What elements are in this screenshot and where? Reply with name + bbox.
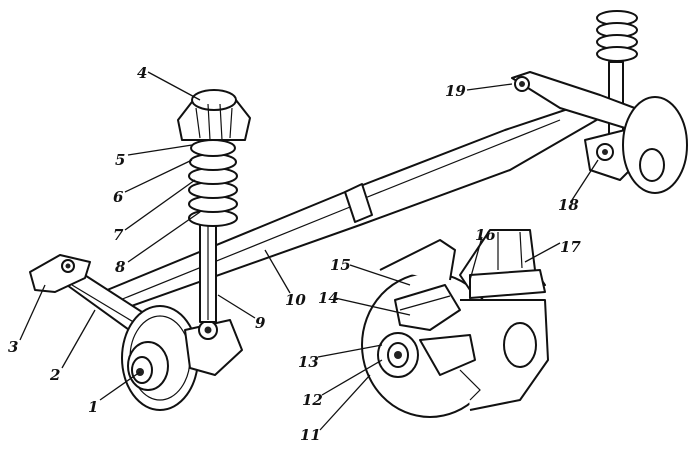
label-14: 14 bbox=[318, 289, 339, 307]
label-4: 4 bbox=[137, 64, 147, 82]
label-3: 3 bbox=[8, 338, 18, 356]
label-5: 5 bbox=[115, 151, 125, 169]
label-13: 13 bbox=[298, 353, 319, 371]
label-12: 12 bbox=[302, 391, 323, 409]
left-upper-mount bbox=[177, 89, 251, 141]
label-8: 8 bbox=[115, 258, 126, 276]
label-19: 19 bbox=[445, 82, 466, 100]
label-6: 6 bbox=[113, 188, 124, 206]
right-coil-spring bbox=[596, 10, 638, 62]
label-9: 9 bbox=[255, 314, 266, 332]
left-shock-absorber bbox=[199, 221, 217, 323]
brake-assembly bbox=[361, 229, 549, 418]
left-brake-drum bbox=[121, 305, 199, 411]
label-10: 10 bbox=[285, 291, 306, 309]
left-coil-spring bbox=[188, 139, 238, 227]
right-hub-bracket bbox=[584, 96, 688, 194]
label-15: 15 bbox=[330, 256, 351, 274]
left-shock-lower-mount bbox=[184, 319, 243, 376]
label-17: 17 bbox=[560, 238, 581, 256]
left-mount-bracket bbox=[29, 254, 91, 293]
leader-lines bbox=[19, 71, 599, 431]
label-18: 18 bbox=[558, 196, 579, 214]
label-2: 2 bbox=[49, 366, 60, 384]
label-7: 7 bbox=[113, 226, 124, 244]
label-1: 1 bbox=[88, 398, 98, 416]
callout-labels: 1 2 3 4 5 6 7 8 9 10 11 12 13 14 15 16 1… bbox=[8, 64, 581, 444]
label-16: 16 bbox=[475, 226, 496, 244]
label-11: 11 bbox=[300, 426, 321, 444]
